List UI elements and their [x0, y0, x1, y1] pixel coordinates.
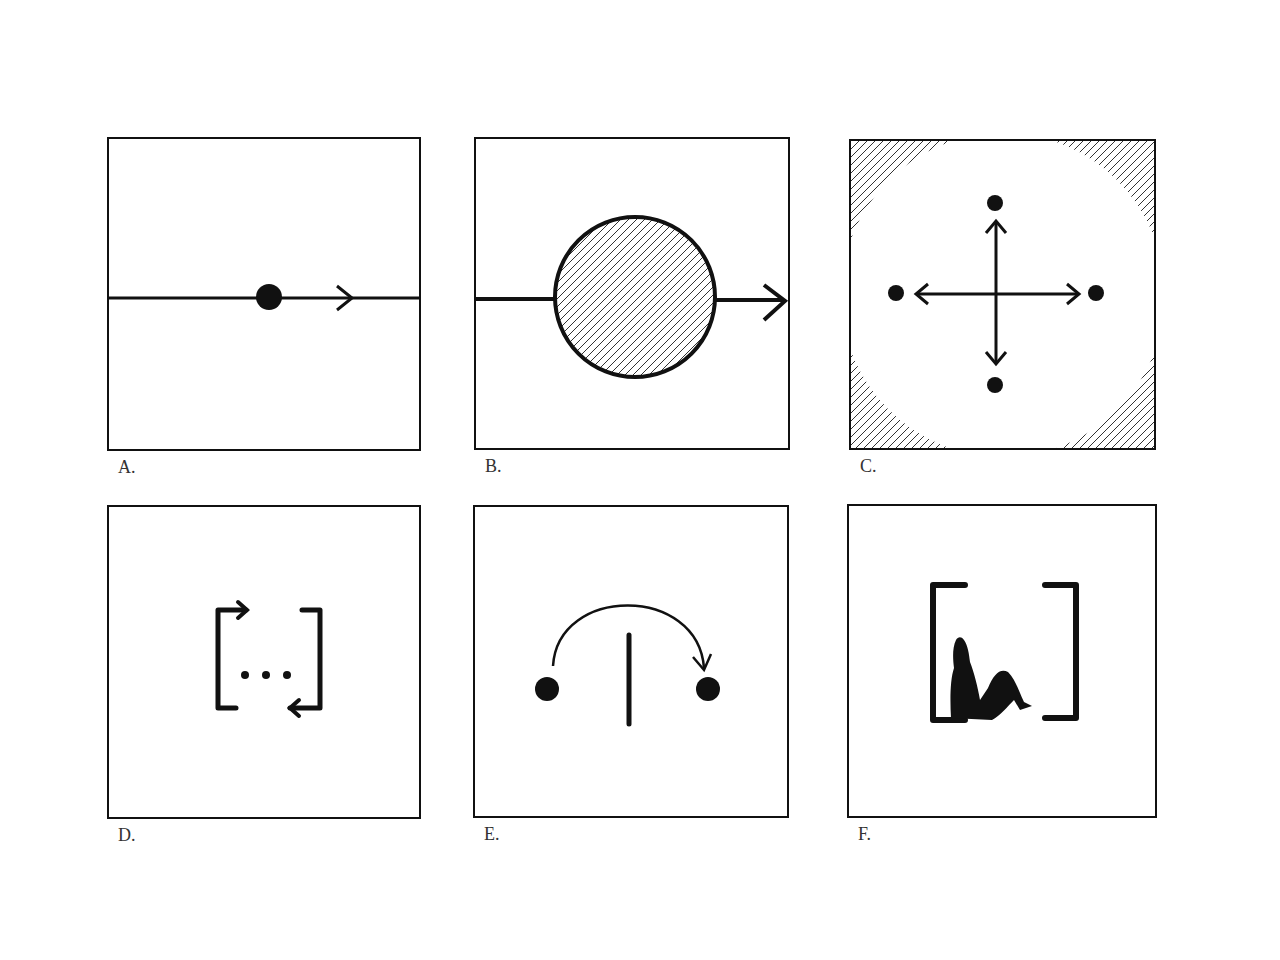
jump-over-barrier	[535, 605, 720, 724]
figure-panel: B.	[474, 137, 790, 450]
panel-letter: E.	[484, 824, 500, 845]
figure-panel: F.	[847, 504, 1157, 818]
figure-panel: D.	[107, 505, 421, 819]
expansion-cross	[841, 133, 1165, 457]
figure-panel: A.	[107, 137, 421, 451]
panel-letter: C.	[860, 456, 877, 477]
figure-panel: C.	[849, 139, 1156, 450]
panel-letter: D.	[118, 825, 136, 846]
cycle-brackets	[218, 602, 320, 716]
figure-panel: E.	[473, 505, 789, 818]
panel-letter: F.	[858, 824, 871, 845]
line-through-sphere	[474, 217, 785, 377]
line-with-point	[107, 284, 421, 310]
panel-letter: B.	[485, 456, 502, 477]
figure-in-brackets	[933, 585, 1076, 720]
panel-letter: A.	[118, 457, 136, 478]
